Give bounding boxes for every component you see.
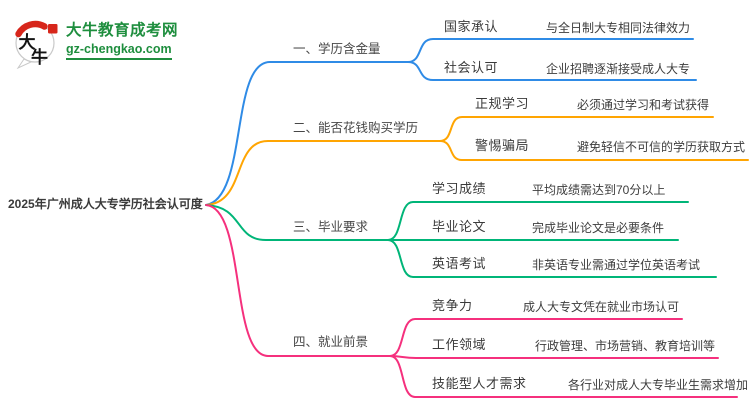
branch2-child2-desc: 避免轻信不可信的学历获取方式 (577, 140, 746, 154)
branch2-child2-label: 警惕骗局 (475, 138, 530, 153)
branch2-child2-underline (439, 140, 749, 161)
branch2-trunk-line (205, 140, 441, 206)
logo-char-2: 牛 (31, 47, 48, 68)
branch1-label: 一、学历含金量 (293, 42, 381, 56)
branch4-child2-label: 工作领域 (432, 337, 487, 352)
branch1-child2-underline (407, 61, 697, 81)
branch4-child2-desc: 行政管理、市场营销、教育培训等 (535, 339, 716, 353)
branch4-child1-desc: 成人大专文凭在就业市场认可 (523, 300, 680, 314)
logo-red-cap (15, 20, 48, 38)
site-name: 大牛教育成考网 (66, 22, 179, 39)
branch3-label: 三、毕业要求 (293, 220, 369, 234)
branch1-child2-label: 社会认可 (444, 60, 499, 75)
branch4-child3-desc: 各行业对成人大专毕业生需求增加 (568, 378, 749, 392)
logo-bull-badge-icon: 大 牛 (15, 20, 58, 69)
branch4-label: 四、就业前景 (293, 335, 369, 349)
branch3-child1-desc: 平均成绩需达到70分以上 (532, 183, 666, 197)
branch4-trunk-line (205, 204, 391, 357)
logo-char-1: 大 (19, 32, 36, 53)
branch2-child1-desc: 必须通过学习和考试获得 (577, 98, 710, 112)
branch3-child1-label: 学习成绩 (432, 181, 487, 196)
branch3-trunk-line (205, 204, 389, 241)
branch2-label: 二、能否花钱购买学历 (293, 121, 419, 135)
branch4-child1-underline (389, 318, 683, 357)
branch2-child1-label: 正规学习 (475, 96, 530, 111)
branch4-child3-label: 技能型人才需求 (432, 376, 527, 391)
branch3-child2-desc: 完成毕业论文是必要条件 (532, 221, 665, 235)
branch1-child1-underline (407, 38, 694, 63)
branch3-child1-underline (387, 201, 689, 241)
branch4-lines (205, 204, 738, 398)
branch3-child3-desc: 非英语专业需通过学位英语考试 (532, 258, 701, 272)
branch1-trunk-line (205, 61, 409, 206)
branch4-child3-underline (389, 355, 738, 398)
branch1-child1-desc: 与全日制大专相同法律效力 (546, 21, 691, 35)
branch1-lines (205, 38, 697, 206)
branch2-child1-underline (439, 116, 714, 142)
logo-red-seal (48, 24, 58, 34)
site-domain: gz-chengkao.com (66, 42, 172, 60)
site-logo: 大 牛 大牛教育成考网 gz-chengkao.com (13, 17, 178, 69)
branch3-child3-label: 英语考试 (432, 256, 487, 271)
branch2-lines (205, 116, 749, 206)
logo-text: 大牛教育成考网 gz-chengkao.com (66, 17, 178, 60)
branch4-child2-underline (389, 355, 719, 359)
branch3-child3-underline (387, 239, 717, 278)
branch4-child1-label: 竞争力 (432, 298, 473, 313)
branch3-child2-label: 毕业论文 (432, 219, 487, 234)
branch1-child1-label: 国家承认 (444, 19, 499, 34)
branch1-child2-desc: 企业招聘逐渐接受成人大专 (546, 62, 691, 76)
root-topic: 2025年广州成人大专学历社会认可度 (8, 197, 203, 211)
branch3-lines (205, 201, 717, 278)
